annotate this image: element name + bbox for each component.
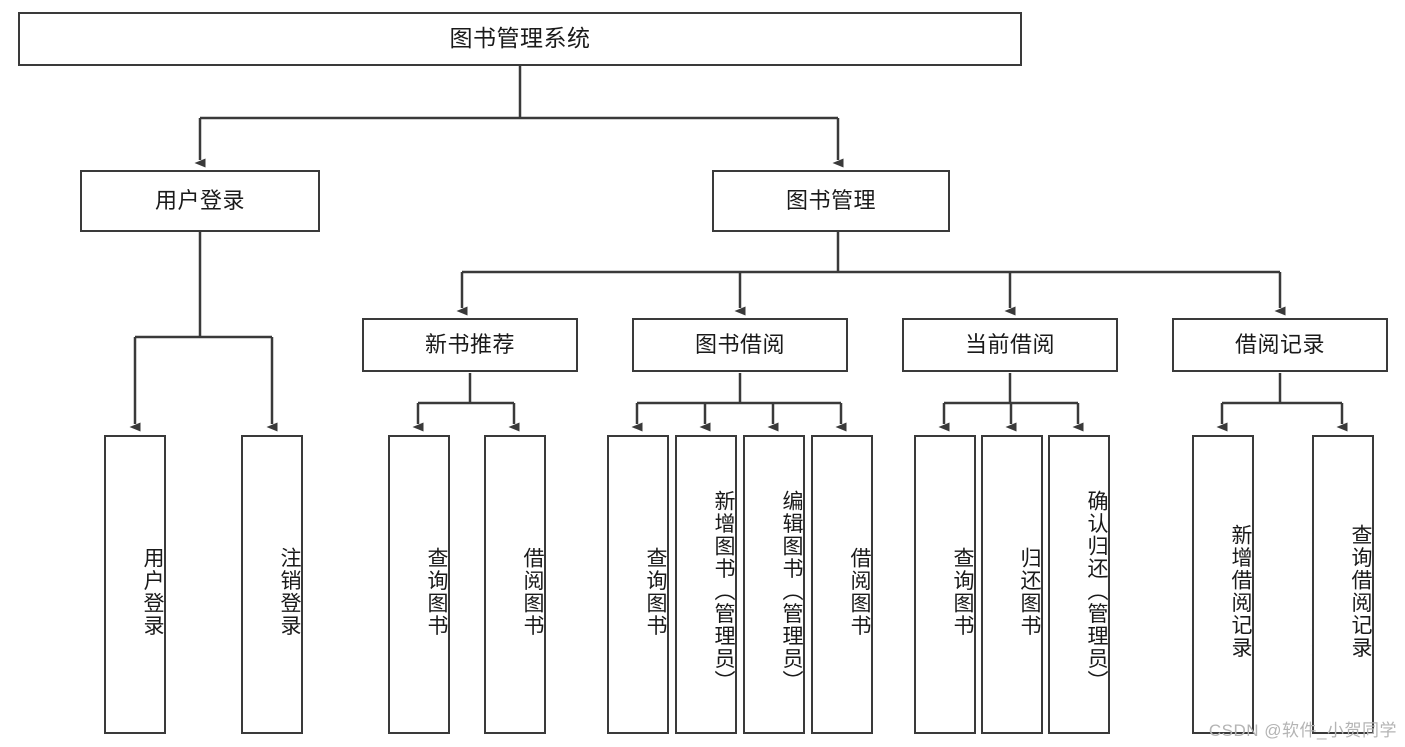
node-leaf-query-book-2-label: 查询图书 <box>644 546 667 637</box>
node-leaf-return-book[interactable]: 归还图书 <box>981 435 1043 734</box>
node-leaf-user-login-label: 用户登录 <box>141 546 164 637</box>
node-leaf-query-book-2[interactable]: 查询图书 <box>607 435 669 734</box>
node-book-borrow[interactable]: 图书借阅 <box>632 318 848 372</box>
node-user-login-label: 用户登录 <box>154 188 245 214</box>
node-leaf-borrow-book-2[interactable]: 借阅图书 <box>811 435 873 734</box>
node-leaf-query-record[interactable]: 查询借阅记录 <box>1312 435 1374 734</box>
node-leaf-borrow-book-1[interactable]: 借阅图书 <box>484 435 546 734</box>
node-leaf-return-book-label: 归还图书 <box>1018 546 1041 637</box>
node-current-borrow[interactable]: 当前借阅 <box>902 318 1118 372</box>
node-leaf-logout-login[interactable]: 注销登录 <box>241 435 303 734</box>
node-leaf-confirm-return-label: 确认归还（管理员） <box>1085 490 1108 693</box>
node-book-manage[interactable]: 图书管理 <box>712 170 950 232</box>
node-leaf-query-book-1-label: 查询图书 <box>425 546 448 637</box>
node-book-borrow-label: 图书借阅 <box>694 332 785 358</box>
node-root[interactable]: 图书管理系统 <box>18 12 1022 66</box>
node-leaf-user-login[interactable]: 用户登录 <box>104 435 166 734</box>
node-borrow-record[interactable]: 借阅记录 <box>1172 318 1388 372</box>
node-root-label: 图书管理系统 <box>449 25 591 52</box>
node-leaf-edit-book[interactable]: 编辑图书（管理员） <box>743 435 805 734</box>
node-leaf-logout-login-label: 注销登录 <box>278 546 301 637</box>
node-leaf-add-book[interactable]: 新增图书（管理员） <box>675 435 737 734</box>
node-user-login[interactable]: 用户登录 <box>80 170 320 232</box>
node-new-book-recommend[interactable]: 新书推荐 <box>362 318 578 372</box>
node-leaf-query-book-3[interactable]: 查询图书 <box>914 435 976 734</box>
node-leaf-add-record-label: 新增借阅记录 <box>1229 524 1252 659</box>
node-current-borrow-label: 当前借阅 <box>964 332 1055 358</box>
node-leaf-borrow-book-2-label: 借阅图书 <box>848 546 871 637</box>
watermark-text: CSDN @软件_小贺同学 <box>1208 721 1397 740</box>
node-leaf-add-record[interactable]: 新增借阅记录 <box>1192 435 1254 734</box>
node-new-book-recommend-label: 新书推荐 <box>424 332 515 358</box>
node-leaf-query-book-3-label: 查询图书 <box>951 546 974 637</box>
node-leaf-confirm-return[interactable]: 确认归还（管理员） <box>1048 435 1110 734</box>
node-leaf-edit-book-label: 编辑图书（管理员） <box>780 490 803 693</box>
node-leaf-add-book-label: 新增图书（管理员） <box>712 490 735 693</box>
node-leaf-borrow-book-1-label: 借阅图书 <box>521 546 544 637</box>
node-leaf-query-record-label: 查询借阅记录 <box>1349 524 1372 659</box>
node-book-manage-label: 图书管理 <box>785 188 876 214</box>
node-leaf-query-book-1[interactable]: 查询图书 <box>388 435 450 734</box>
node-borrow-record-label: 借阅记录 <box>1234 332 1325 358</box>
